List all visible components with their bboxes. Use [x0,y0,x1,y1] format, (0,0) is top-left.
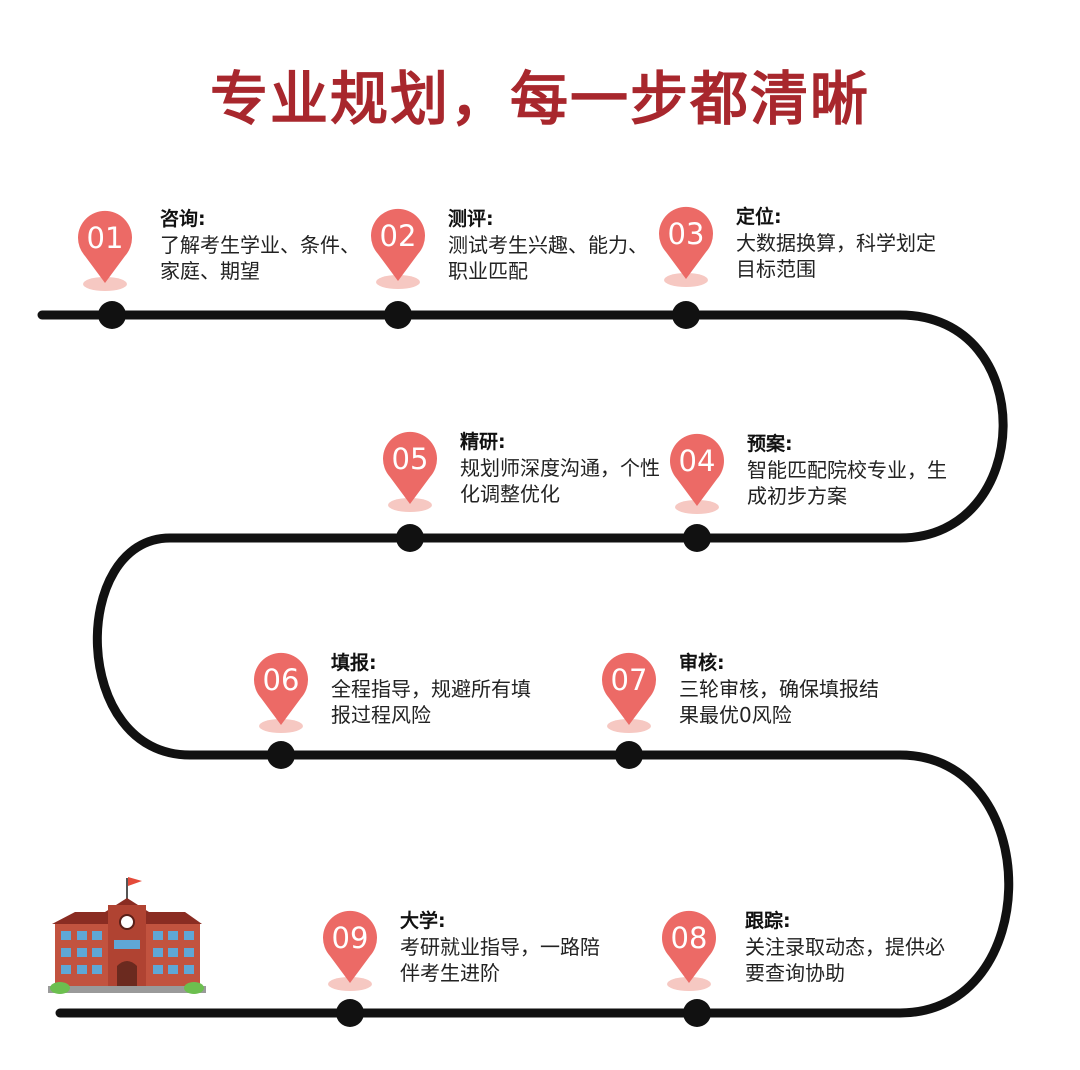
map-pin-icon [662,910,717,983]
step-description: 考研就业指导，一路陪伴考生进阶 [400,935,600,985]
step-number: 03 [668,217,705,251]
step-description: 关注录取动态，提供必要查询协助 [745,935,945,985]
map-pin-icon [254,652,308,725]
step-text-09: 大学: 考研就业指导，一路陪伴考生进阶 [400,908,610,986]
path-node [683,524,711,552]
step-heading: 大学: [400,910,446,932]
step-heading: 咨询: [160,208,206,230]
step-pin-09: 09 [323,910,377,1027]
step-heading: 跟踪: [745,910,791,932]
step-description: 规划师深度沟通，个性化调整优化 [460,456,660,506]
step-number: 09 [332,921,369,955]
step-number: 06 [263,663,300,697]
step-pin-02: 02 [371,208,425,329]
step-pin-06: 06 [254,652,308,769]
step-heading: 审核: [679,652,725,674]
step-pin-05: 05 [383,431,437,552]
step-pins: 01 02 03 04 05 06 07 08 09 [77,206,724,1027]
step-pin-03: 03 [659,206,713,329]
step-pin-01: 01 [77,210,132,329]
step-number: 02 [380,219,417,253]
pin-shadow [667,977,711,991]
step-pin-07: 07 [601,652,656,769]
pin-shadow [607,719,651,733]
map-pin-icon [77,210,132,283]
step-description: 智能匹配院校专业，生成初步方案 [747,458,947,508]
pin-shadow [388,498,432,512]
step-text-01: 咨询: 了解考生学业、条件、家庭、期望 [160,206,370,284]
step-text-04: 预案: 智能匹配院校专业，生成初步方案 [747,431,957,509]
step-description: 大数据换算，科学划定目标范围 [736,231,936,281]
path-node [267,741,295,769]
step-description: 全程指导，规避所有填报过程风险 [331,677,531,727]
step-heading: 定位: [736,206,782,228]
pin-shadow [259,719,303,733]
pin-shadow [675,500,719,514]
step-heading: 精研: [460,431,506,453]
step-description: 三轮审核，确保填报结果最优0风险 [679,677,879,727]
pin-shadow [664,273,708,287]
step-text-02: 测评: 测试考生兴趣、能力、职业匹配 [448,206,658,284]
step-number: 04 [679,444,716,478]
page-title: 专业规划，每一步都清晰 [209,65,870,133]
winding-path [37,310,1014,1018]
map-pin-icon [323,910,377,983]
pin-shadow [83,277,127,291]
step-number: 07 [611,663,648,697]
step-heading: 测评: [448,208,494,230]
university-building-icon [48,877,206,994]
map-pin-icon [670,433,724,506]
step-text-06: 填报: 全程指导，规避所有填报过程风险 [331,650,541,728]
path-node [615,741,643,769]
step-text-08: 跟踪: 关注录取动态，提供必要查询协助 [745,908,955,986]
pin-shadow [376,275,420,289]
step-text-07: 审核: 三轮审核，确保填报结果最优0风险 [679,650,889,728]
step-text-05: 精研: 规划师深度沟通，个性化调整优化 [460,429,670,507]
path-node [683,999,711,1027]
step-heading: 预案: [747,433,793,455]
step-description: 测试考生兴趣、能力、职业匹配 [448,233,648,283]
path-node [98,301,126,329]
map-pin-icon [659,206,713,279]
step-pin-08: 08 [662,910,717,1027]
path-node [384,301,412,329]
path-node [672,301,700,329]
step-number: 08 [671,921,708,955]
step-text-03: 定位: 大数据换算，科学划定目标范围 [736,204,946,282]
step-description: 了解考生学业、条件、家庭、期望 [160,233,360,283]
step-heading: 填报: [331,652,377,674]
map-pin-icon [601,652,656,725]
step-number: 05 [392,442,429,476]
pin-shadow [328,977,372,991]
step-number: 01 [87,221,124,255]
map-pin-icon [383,431,437,504]
step-pin-04: 04 [670,433,724,552]
path-node [336,999,364,1027]
map-pin-icon [371,208,425,281]
path-node [396,524,424,552]
